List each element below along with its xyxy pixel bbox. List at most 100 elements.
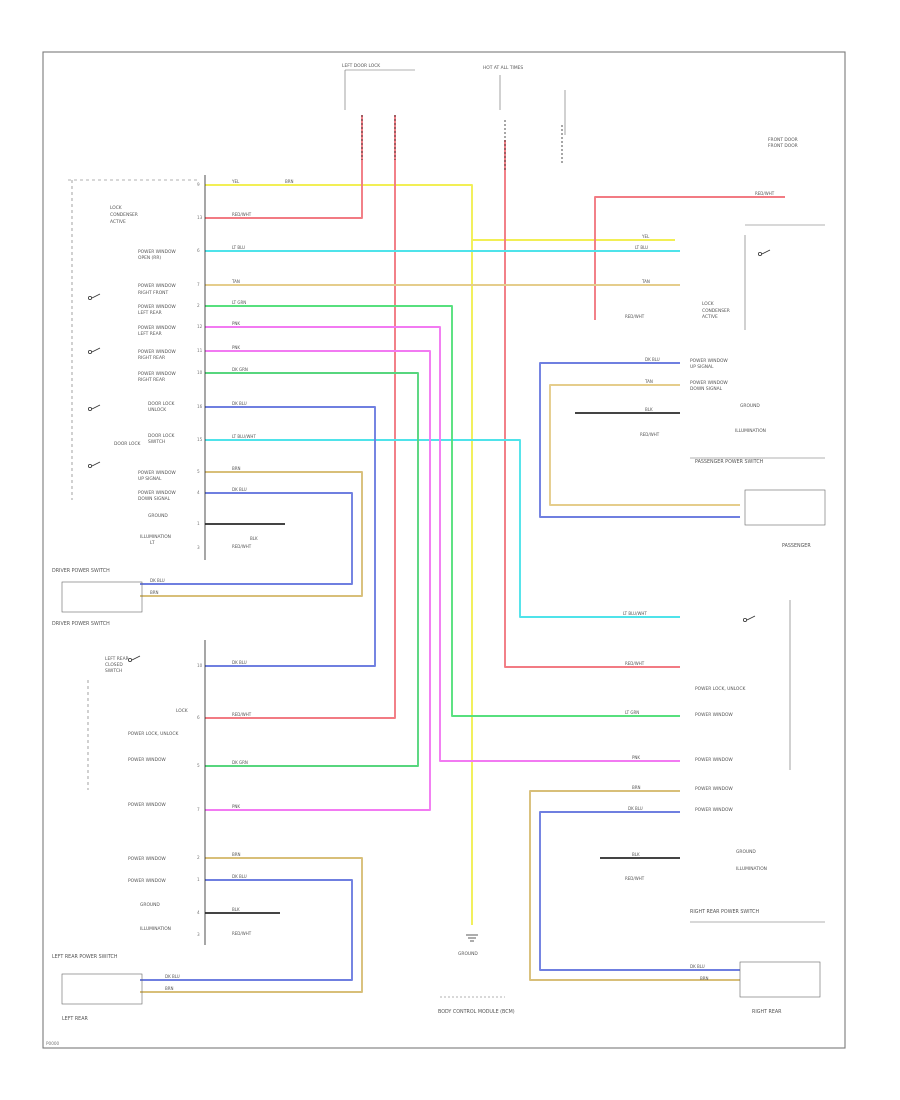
wire-dk-blu-b [140,492,353,585]
function-label: POWER WINDOW [695,757,733,763]
wire-color-label: RED/WHT [625,661,645,666]
wire-color-label: BRN [232,466,241,471]
wire-color-label: TAN [641,279,650,284]
function-label: UP SIGNAL [690,364,714,370]
function-label: SWITCH [105,668,122,674]
wire-pnk-b [205,350,431,811]
function-label: DOOR LOCK [148,433,175,439]
wire-tan-pass [549,384,740,506]
wire-color-label: DK BLU [232,401,247,406]
function-label: UNLOCK [148,407,166,413]
wire-color-label: BRN [165,986,174,991]
function-label: LEFT REAR [105,656,129,662]
wire-color-label: LT BLU/WHT [623,611,647,616]
wire-pnk-a [205,326,680,762]
corner-mark: P0000 [46,1041,60,1046]
function-label: POWER WINDOW [138,325,176,331]
function-label: GROUND [148,513,168,519]
section-title: PASSENGER [782,543,811,549]
section-title: RIGHT REAR POWER SWITCH [690,909,760,915]
pin-number: 4 [197,910,200,915]
wire-lt-grn [205,305,680,717]
function-label: POWER WINDOW [138,283,176,289]
pin-number: 6 [197,715,200,720]
function-label: POWER WINDOW [138,349,176,355]
function-label: LT [150,540,155,546]
function-label: ILLUMINATION [140,926,171,932]
pin-number: 3 [197,545,200,550]
pin-number: 16 [197,404,203,409]
wire-color-label: RED/WHT [232,544,252,549]
wire-color-label: LT GRN [232,300,246,305]
wire-color-label: BRN [150,590,159,595]
wire-color-label: RED/WHT [232,931,252,936]
pin-number: 5 [197,469,200,474]
pin-number: 5 [197,763,200,768]
wire-red-right [504,140,680,668]
section-title: LEFT REAR [62,1016,88,1022]
section-title: DRIVER POWER SWITCH [52,621,110,627]
wire-dk-blu-pass [539,362,740,518]
pin-number: 2 [197,303,200,308]
section-title: DRIVER POWER SWITCH [52,568,110,574]
pin-number: 3 [197,932,200,937]
wire-brn-right [529,790,740,981]
component-label: HOT AT ALL TIMES [483,65,523,71]
wire-color-label: BRN [700,976,709,981]
wire-color-label: YEL [641,234,650,239]
wire-brn-a [140,471,363,597]
pin-number: 10 [197,663,203,668]
function-label: LEFT REAR [138,310,162,316]
wires-layer [140,115,785,993]
wire-red-left [205,115,363,219]
function-label: POWER LOCK, UNLOCK [695,686,745,692]
component-label: FRONT DOOR [768,137,798,143]
function-label: UP SIGNAL [138,476,162,482]
function-label: GROUND [140,902,160,908]
function-label: POWER WINDOW [695,807,733,813]
function-label: RIGHT FRONT [138,290,168,296]
function-label: DOWN SIGNAL [690,386,723,392]
wire-lt-blu-long [205,439,680,618]
function-label: POWER WINDOW [128,856,166,862]
wire-color-label: RED/WHT [755,191,775,196]
wire-color-label: DK BLU [690,964,705,969]
section-title: LEFT REAR POWER SWITCH [52,954,118,960]
function-label: CLOSED [105,662,123,668]
wire-dk-blu-right [539,811,740,971]
wire-color-label: YEL [231,179,240,184]
wire-color-label: BRN [232,852,241,857]
function-label: DOWN SIGNAL [138,496,171,502]
wire-color-label: LT GRN [625,710,639,715]
ground-label: GROUND [458,951,478,957]
pin-number: 7 [197,282,200,287]
pin-number: 9 [197,182,200,187]
function-label: ILLUMINATION [140,534,171,540]
wire-color-label: PNK [232,804,240,809]
wire-color-label: BLK [645,407,653,412]
pin-number: 1 [197,877,200,882]
wire-dk-blu-c [140,879,353,981]
pin-number: 10 [197,370,203,375]
function-label: LOCK [176,708,188,714]
function-label: ILLUMINATION [735,428,766,434]
function-label: LEFT REAR [138,331,162,337]
wire-color-label: BLK [232,907,240,912]
function-label: LOCK [110,205,122,211]
wire-color-label: LT BLU [232,245,245,250]
function-label: RIGHT REAR [138,355,165,361]
function-label: CONDENSER [110,212,138,218]
function-label: DOOR LOCK [148,401,175,407]
section-titles: DRIVER POWER SWITCH DRIVER POWER SWITCH LE… [52,459,811,1022]
wire-color-label: LT BLU [635,245,648,250]
function-label: POWER LOCK, UNLOCK [128,731,178,737]
function-label: OPEN (RR) [138,255,161,261]
function-label: ILLUMINATION [736,866,767,872]
function-label: GROUND [736,849,756,855]
function-label: SWITCH [148,439,165,445]
wire-red-driver [205,115,396,719]
wire-color-label: DK BLU [628,806,643,811]
function-label: POWER WINDOW [695,712,733,718]
wire-color-label: BRN [285,179,294,184]
